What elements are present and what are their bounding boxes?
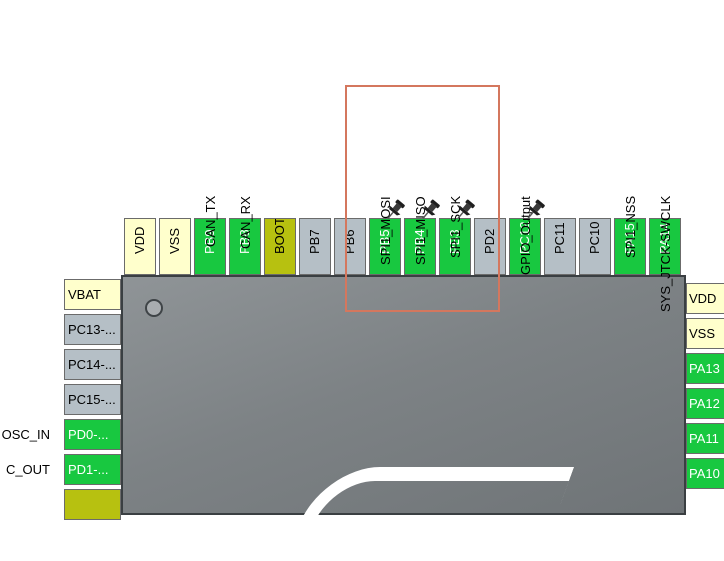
mcu-package[interactable]: [121, 275, 686, 561]
pin-pb7[interactable]: PB7: [299, 218, 331, 275]
pin-right-pa12[interactable]: PA12: [686, 388, 724, 419]
signal-label: CAN_TX: [203, 195, 218, 247]
pin-pb3[interactable]: PB3: [439, 218, 471, 275]
pin-left-unlabeled[interactable]: [64, 489, 121, 520]
pin-pd2[interactable]: PD2: [474, 218, 506, 275]
signal-label: SYS_JTCK-SWCLK: [658, 195, 673, 312]
selection-rectangle: [345, 85, 500, 312]
pin-left-pc13[interactable]: PC13-...: [64, 314, 121, 345]
pushpin-icon: [383, 198, 407, 222]
pin-pc12[interactable]: PC12: [509, 218, 541, 275]
st-logo: [285, 467, 575, 561]
pin-label: PC10: [587, 221, 602, 254]
pin-right-pa11[interactable]: PA11: [686, 423, 724, 454]
pin-right-pa13[interactable]: PA13: [686, 353, 724, 384]
pin-pa15[interactable]: PA15: [614, 218, 646, 275]
pin-label: VSS: [167, 227, 182, 254]
pushpin-icon: [523, 198, 547, 222]
pin-label: PB7: [307, 229, 322, 254]
pin-boot0[interactable]: BOOT0: [264, 218, 296, 275]
pin-label: PC11: [552, 222, 567, 254]
pin-pb9[interactable]: PB9: [194, 218, 226, 275]
pin-left-pd1[interactable]: PD1-...: [64, 454, 121, 485]
signal-label: SPI1_NSS: [623, 195, 638, 258]
pin-label: BOOT0: [272, 218, 287, 254]
pin-right-vss[interactable]: VSS: [686, 318, 724, 349]
pushpin-icon: [418, 198, 442, 222]
pin-left-pc14[interactable]: PC14-...: [64, 349, 121, 380]
pin-vdd[interactable]: VDD: [124, 218, 156, 275]
pin1-marker: [145, 299, 163, 317]
pin-right-pa10[interactable]: PA10: [686, 458, 724, 489]
pin-pc10[interactable]: PC10: [579, 218, 611, 275]
pin-left-vbat[interactable]: VBAT: [64, 279, 121, 310]
pin-right-vdd[interactable]: VDD: [686, 283, 724, 314]
pin-pb4[interactable]: PB4: [404, 218, 436, 275]
pin-vss[interactable]: VSS: [159, 218, 191, 275]
pin-left-pd0[interactable]: PD0-...: [64, 419, 121, 450]
pin-pb8[interactable]: PB8: [229, 218, 261, 275]
pin-pc11[interactable]: PC11: [544, 218, 576, 275]
signal-label: OSC_IN: [1, 427, 50, 442]
pushpin-icon: [453, 198, 477, 222]
pin-pb5[interactable]: PB5: [369, 218, 401, 275]
pin-left-pc15[interactable]: PC15-...: [64, 384, 121, 415]
signal-label: C_OUT: [5, 462, 50, 477]
pin-pb6[interactable]: PB6: [334, 218, 366, 275]
pin-pa14[interactable]: PA14: [649, 218, 681, 275]
signal-label: CAN_RX: [238, 196, 253, 249]
pin-label: VDD: [132, 226, 147, 254]
